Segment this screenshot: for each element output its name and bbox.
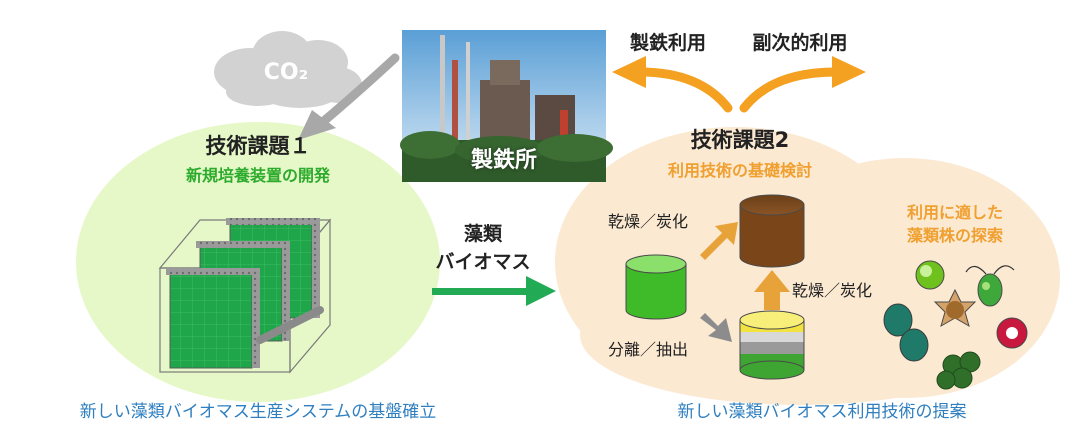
- biomass-cylinder: [625, 254, 687, 320]
- left-issue-title: 技術課題１: [205, 134, 311, 158]
- bioreactor-device: [158, 218, 332, 374]
- carbonized-cylinder: [739, 194, 805, 268]
- output-steel-use-label: 製鉄利用: [629, 32, 707, 54]
- left-caption: 新しい藻類バイオマス生産システムの基盤確立: [79, 402, 437, 422]
- biomass-label-line1: 藻類: [463, 223, 503, 245]
- left-issue-subtitle: 新規培養装置の開発: [185, 166, 331, 185]
- steel-mill-photo: [400, 30, 613, 182]
- right-caption: 新しい藻類バイオマス利用技術の提案: [677, 402, 967, 422]
- right-issue-title: 技術課題2: [690, 128, 790, 152]
- right-issue-subtitle: 利用技術の基礎検討: [667, 161, 813, 180]
- output-secondary-use-label: 副次的利用: [752, 32, 848, 54]
- output-arrows: [612, 56, 866, 113]
- steel-mill-label: 製鉄所: [470, 148, 538, 173]
- algae-strains: [883, 260, 1028, 390]
- strain-search-line2: 藻類株の探索: [906, 226, 1004, 245]
- separated-cylinder: [739, 310, 805, 380]
- process-arrows: [700, 222, 790, 342]
- co2-cloud: [214, 31, 362, 108]
- strain-search-line1: 利用に適した: [906, 203, 1004, 222]
- co2-label: CO₂: [263, 60, 309, 85]
- process-dry-carbonize-right-label: 乾燥／炭化: [792, 281, 873, 300]
- biomass-label-line2: バイオマス: [435, 251, 531, 273]
- process-separate-extract-label: 分離／抽出: [608, 340, 689, 359]
- process-dry-carbonize-left-label: 乾燥／炭化: [608, 212, 689, 231]
- biomass-arrow: [432, 276, 556, 306]
- co2-arrow: [298, 53, 400, 140]
